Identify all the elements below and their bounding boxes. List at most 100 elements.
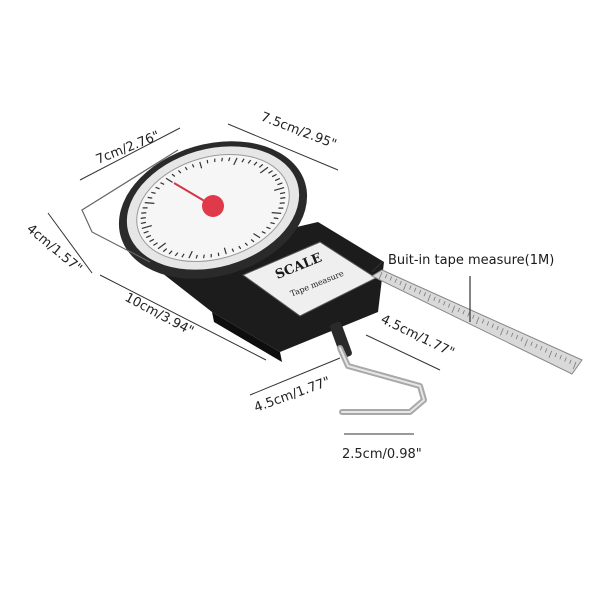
dial-tick — [223, 247, 227, 255]
dial-tick — [261, 231, 266, 234]
dial-tick — [247, 159, 252, 164]
dial-tick — [274, 177, 281, 182]
dial-tick — [147, 196, 153, 199]
tape-tick — [438, 298, 441, 304]
tape-tick — [510, 332, 514, 337]
dial-tick — [155, 186, 160, 190]
tape-tick — [467, 312, 470, 317]
dial-tick — [271, 173, 277, 178]
tape-tick — [481, 319, 485, 324]
dial-tick — [253, 233, 261, 239]
dial-tick — [266, 226, 271, 230]
tape-tick — [486, 321, 490, 326]
label-panel: SCALE Tape measure — [241, 241, 378, 317]
dial-ticks — [140, 157, 286, 259]
tape-tick — [378, 271, 383, 280]
dial-tick — [195, 254, 198, 259]
dial-tick — [241, 158, 245, 163]
dial-tick — [144, 201, 155, 204]
tape-tick — [544, 348, 548, 353]
tape-ticks — [378, 271, 577, 370]
dial-tick — [181, 253, 185, 258]
tape-tick — [548, 350, 553, 358]
dial-tick — [149, 238, 155, 243]
tape-tick — [394, 278, 397, 283]
tape-tick — [472, 314, 475, 319]
tape-tick — [554, 352, 557, 358]
hook — [330, 321, 427, 415]
dial-tick — [253, 161, 258, 166]
dim-side-thickness: 4cm/1.57" — [23, 222, 84, 277]
dial-tick — [277, 182, 283, 186]
tape-tick — [384, 274, 388, 279]
dim-hook-width: 2.5cm/0.98" — [342, 447, 422, 462]
dial-tick — [271, 212, 282, 215]
dial-tick — [140, 221, 147, 225]
dial-tick — [279, 191, 286, 195]
dial-tick — [274, 187, 285, 192]
dial-tick — [162, 248, 168, 253]
dial-tick — [221, 157, 223, 162]
tape-tick — [491, 323, 494, 328]
dial-tick — [250, 239, 255, 243]
wire — [81, 149, 179, 263]
dial-tick — [238, 245, 242, 250]
tape-tick — [418, 289, 422, 295]
tape-tick — [564, 357, 567, 362]
dial-tick — [259, 166, 269, 174]
dial-tick — [160, 182, 165, 185]
tape-tick — [524, 339, 528, 347]
dial-tick — [188, 250, 193, 259]
tape-tick — [572, 361, 577, 370]
tape-tick — [475, 316, 480, 325]
tape-tick — [409, 285, 412, 290]
tape-tick — [506, 330, 509, 335]
dial-tick — [233, 157, 238, 166]
tape-tick — [530, 341, 533, 346]
dial-tick — [174, 252, 179, 257]
tape-tick — [423, 292, 427, 297]
dim-hook-height: 4.5cm/1.77" — [252, 374, 332, 415]
dim-top-width: 7cm/2.76" — [94, 129, 162, 168]
tape-tick — [399, 280, 402, 286]
needle-hub — [202, 195, 224, 217]
tape-tick — [413, 287, 417, 292]
dial-tick — [203, 254, 205, 259]
dial-tick — [157, 242, 167, 250]
dial-tick — [145, 234, 152, 239]
dim-hook-length: 4.5cm/1.77" — [378, 312, 456, 360]
dial-tick — [199, 161, 203, 169]
dial-tick — [228, 157, 231, 162]
dimension-lines — [47, 123, 441, 435]
tape-tick — [540, 346, 543, 351]
tape-tick — [433, 296, 436, 301]
dial-tick — [177, 170, 182, 174]
dial-tick — [171, 173, 176, 177]
tape-tick — [389, 276, 393, 281]
tape-tick — [496, 325, 499, 331]
tape-tick — [520, 337, 524, 342]
dial-tick — [143, 230, 149, 234]
dial-tick — [280, 197, 286, 199]
dim-body-length: 10cm/3.94" — [122, 290, 196, 339]
dial-tick — [165, 177, 173, 183]
tape-tick — [447, 303, 451, 308]
dial-tick — [184, 166, 188, 171]
dial — [118, 141, 308, 279]
tape-tick — [515, 334, 519, 340]
tape-tick — [443, 301, 446, 306]
dial-tick — [191, 163, 195, 168]
dial-tick — [140, 217, 146, 219]
dial-tick — [231, 248, 235, 253]
tape-measure — [370, 269, 583, 375]
tape-tick — [559, 355, 562, 360]
dim-top-depth: 7.5cm/2.95" — [259, 110, 339, 153]
dial-tick — [153, 242, 158, 246]
dial-tick — [151, 191, 156, 194]
callout-tape-measure: Buit-in tape measure(1M) — [388, 253, 554, 268]
tape-tick — [462, 310, 465, 315]
tape-tick — [427, 294, 431, 302]
dial-tick — [168, 250, 173, 255]
tape-tick — [569, 359, 572, 364]
